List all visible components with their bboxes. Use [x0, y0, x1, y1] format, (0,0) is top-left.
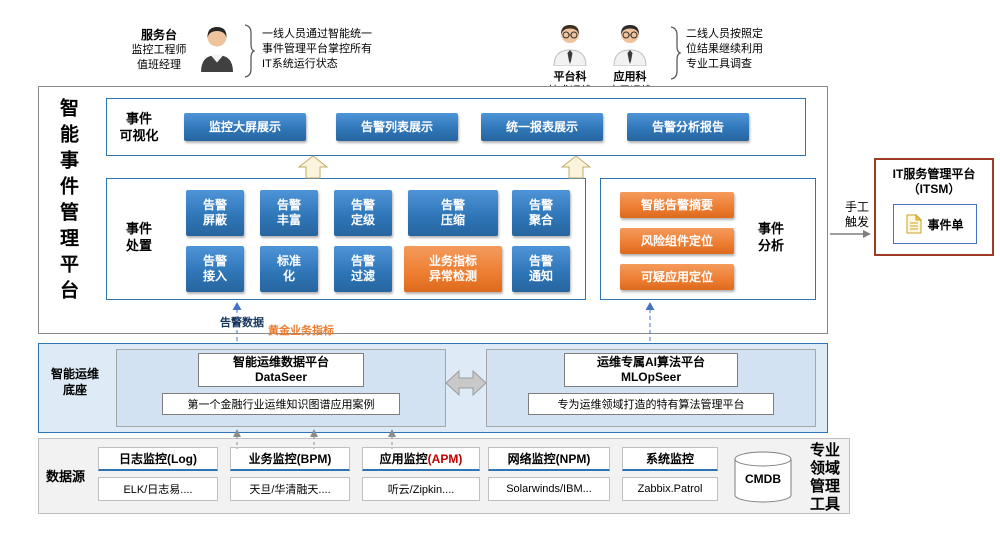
database-cylinder-icon [734, 451, 792, 503]
ds-header-apm-accent: (APM) [427, 451, 463, 466]
chip-alert-filter: 告警 过滤 [334, 246, 392, 292]
ds-header-log: 日志监控(Log) [98, 447, 218, 471]
analysis-label: 事件 分析 [757, 221, 784, 253]
chip-metric-anomaly-detect: 业务指标 异常检测 [404, 246, 502, 292]
chip-alert-analysis-report: 告警分析报告 [627, 113, 749, 141]
itsm-box: IT服务管理平台 （ITSM） 事件单 [874, 158, 994, 256]
chip-alert-list: 告警列表展示 [336, 113, 458, 141]
chip-alert-grading: 告警 定级 [334, 190, 392, 236]
ticket-label: 事件单 [927, 217, 964, 232]
ds-header-bpm: 业务监控(BPM) [230, 447, 350, 471]
service-desk-role-1: 监控工程师 [131, 44, 187, 56]
ticket-box: 事件单 [893, 204, 977, 244]
chip-alert-ingest: 告警 接入 [186, 246, 244, 292]
platform-ops-person-icon [553, 25, 587, 66]
ds-header-apm: 应用监控(APM) [362, 447, 480, 471]
document-icon [906, 214, 923, 234]
chip-alert-compress: 告警 压缩 [408, 190, 498, 236]
ds-header-apm-main: 应用监控 [379, 452, 428, 466]
ds-value-sys: Zabbix.Patrol [622, 477, 718, 501]
datasource-label: 数据源 [46, 469, 86, 484]
service-desk-person-icon [201, 27, 233, 72]
pro-tools-label: 专业 领域 管理 工具 [809, 442, 840, 513]
itsm-title: IT服务管理平台 （ITSM） [892, 167, 976, 196]
service-desk-title: 服务台 [140, 28, 177, 42]
chip-risk-component-locate: 风险组件定位 [620, 228, 734, 254]
visualization-label: 事件 可视化 [119, 111, 159, 143]
golden-metric-label: 黄金业务指标 [268, 325, 334, 337]
chip-alert-notify: 告警 通知 [512, 246, 570, 292]
app-ops-title: 应用科 [613, 71, 647, 83]
right-annotation-text: 二线人员按照定 位结果继续利用 专业工具调查 [686, 28, 763, 70]
right-brace-icon [670, 26, 681, 80]
right-arrow-icon [830, 230, 871, 238]
left-brace-icon [244, 24, 255, 78]
mlopseer-title: 运维专属AI算法平台 MLOpSeer [564, 353, 738, 387]
chip-alert-shield: 告警 屏蔽 [186, 190, 244, 236]
service-desk-roles: 服务台 监控工程师 值班经理 [122, 26, 196, 73]
ds-value-log: ELK/日志易.... [98, 477, 218, 501]
dataseer-desc: 第一个金融行业运维知识图谱应用案例 [162, 393, 400, 415]
manual-trigger-label: 手工 触发 [844, 200, 869, 229]
dataseer-title: 智能运维数据平台 DataSeer [198, 353, 364, 387]
cmdb-label: CMDB [745, 472, 781, 486]
chip-alert-enrich: 告警 丰富 [260, 190, 318, 236]
chip-smart-alert-summary: 智能告警摘要 [620, 192, 734, 218]
chip-normalize: 标准 化 [260, 246, 318, 292]
ds-value-npm: Solarwinds/IBM... [488, 477, 610, 501]
chip-alert-aggregate: 告警 聚合 [512, 190, 570, 236]
chip-monitor-dashboard: 监控大屏展示 [184, 113, 306, 141]
processing-label: 事件 处置 [125, 221, 152, 253]
app-ops-person-icon [613, 25, 647, 66]
mlopseer-desc: 专为运维领域打造的特有算法管理平台 [528, 393, 774, 415]
left-annotation-text: 一线人员通过智能统一 事件管理平台掌控所有 IT系统运行状态 [262, 28, 372, 70]
platform-title: 智能事件管理平台 [57, 98, 78, 306]
cmdb-store: CMDB [732, 450, 794, 504]
service-desk-role-2: 值班经理 [137, 59, 181, 71]
alarm-data-label: 告警数据 [220, 317, 264, 329]
foundation-label: 智能运维 底座 [50, 367, 99, 397]
ds-header-npm: 网络监控(NPM) [488, 447, 610, 471]
chip-suspect-app-locate: 可疑应用定位 [620, 264, 734, 290]
ds-value-apm: 听云/Zipkin.... [362, 477, 480, 501]
chip-unified-report: 统一报表展示 [481, 113, 603, 141]
ds-value-bpm: 天旦/华清融天.... [230, 477, 350, 501]
ds-header-sys: 系统监控 [622, 447, 718, 471]
platform-ops-title: 平台科 [553, 71, 587, 83]
